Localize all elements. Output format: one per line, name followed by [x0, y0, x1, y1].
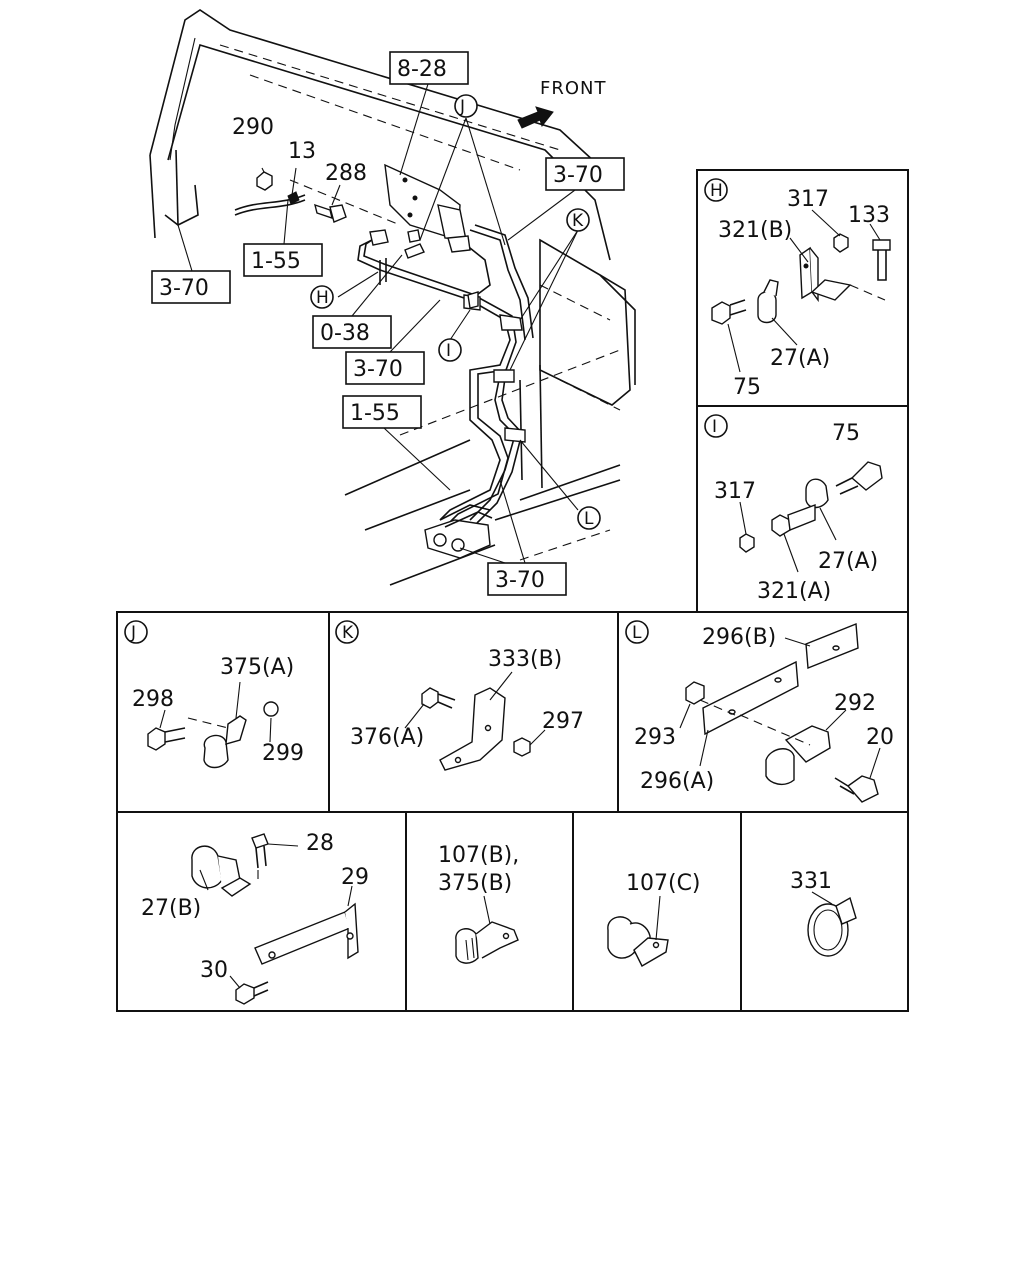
- panel-l-296b: 296(B): [702, 625, 776, 650]
- panel-107c: [607, 895, 669, 967]
- panel-h-321b: 321(B): [718, 218, 792, 243]
- panel-l: [625, 620, 881, 803]
- panel-i-27a: 27(A): [818, 549, 878, 574]
- panel-i-321a: 321(A): [757, 579, 831, 604]
- part-288: 288: [325, 161, 367, 186]
- ref-3-70-upper: 3-70: [553, 163, 603, 188]
- panel-h-317: 317: [787, 187, 829, 212]
- panel-clip-27b: 27(B): [141, 896, 201, 921]
- panel-clip-29: 29: [341, 865, 369, 890]
- ref-8-28: 8-28: [397, 57, 447, 82]
- part-290: 290: [232, 115, 274, 140]
- ref-3-70-bottom: 3-70: [495, 568, 545, 593]
- panel-h-circle: H: [710, 181, 723, 201]
- panel-j-375a: 375(A): [220, 655, 294, 680]
- panel-i-75: 75: [832, 421, 860, 446]
- panel-clip-30: 30: [200, 958, 228, 983]
- panel-107b-375b: [455, 895, 519, 964]
- ref-0-38: 0-38: [320, 321, 370, 346]
- panel-j-299: 299: [262, 741, 304, 766]
- panel-i-circle: I: [712, 417, 717, 437]
- ref-3-70-middle: 3-70: [353, 357, 403, 382]
- callout-j: J: [459, 97, 465, 117]
- panel-clip-bracket: [191, 833, 359, 1005]
- panel-107b-label: 107(B),: [438, 843, 519, 868]
- callout-i: I: [446, 341, 451, 361]
- panel-l-292: 292: [834, 691, 876, 716]
- panel-h-133: 133: [848, 203, 890, 228]
- panel-331: [807, 891, 857, 957]
- panel-l-20: 20: [866, 725, 894, 750]
- panel-h: [704, 178, 891, 373]
- panel-h-75: 75: [733, 375, 761, 400]
- panel-i: [704, 414, 883, 573]
- main-assembly-drawing: [149, 9, 636, 596]
- panel-j: [124, 620, 279, 769]
- panel-k-297: 297: [542, 709, 584, 734]
- panel-i-317: 317: [714, 479, 756, 504]
- panel-375b-label: 375(B): [438, 871, 512, 896]
- panel-clip-28: 28: [306, 831, 334, 856]
- part-13: 13: [288, 139, 316, 164]
- panel-h-27a: 27(A): [770, 346, 830, 371]
- panel-j-circle: J: [130, 623, 136, 643]
- front-label: FRONT: [540, 78, 607, 99]
- panel-331-label: 331: [790, 869, 832, 894]
- ref-3-70-left: 3-70: [159, 276, 209, 301]
- panel-l-293: 293: [634, 725, 676, 750]
- panel-k: [335, 620, 546, 771]
- detail-grid: [116, 169, 909, 1012]
- callout-k: K: [572, 211, 584, 231]
- ref-1-55-lower: 1-55: [350, 401, 400, 426]
- panel-k-circle: K: [342, 623, 354, 643]
- panel-j-298: 298: [132, 687, 174, 712]
- callout-l: L: [584, 509, 594, 529]
- panel-l-circle: L: [632, 623, 642, 643]
- panel-107c-label: 107(C): [626, 871, 701, 896]
- panel-k-333b: 333(B): [488, 647, 562, 672]
- panel-k-376a: 376(A): [350, 725, 424, 750]
- panel-l-296a: 296(A): [640, 769, 714, 794]
- callout-h: H: [316, 288, 329, 308]
- ref-1-55-upper: 1-55: [251, 249, 301, 274]
